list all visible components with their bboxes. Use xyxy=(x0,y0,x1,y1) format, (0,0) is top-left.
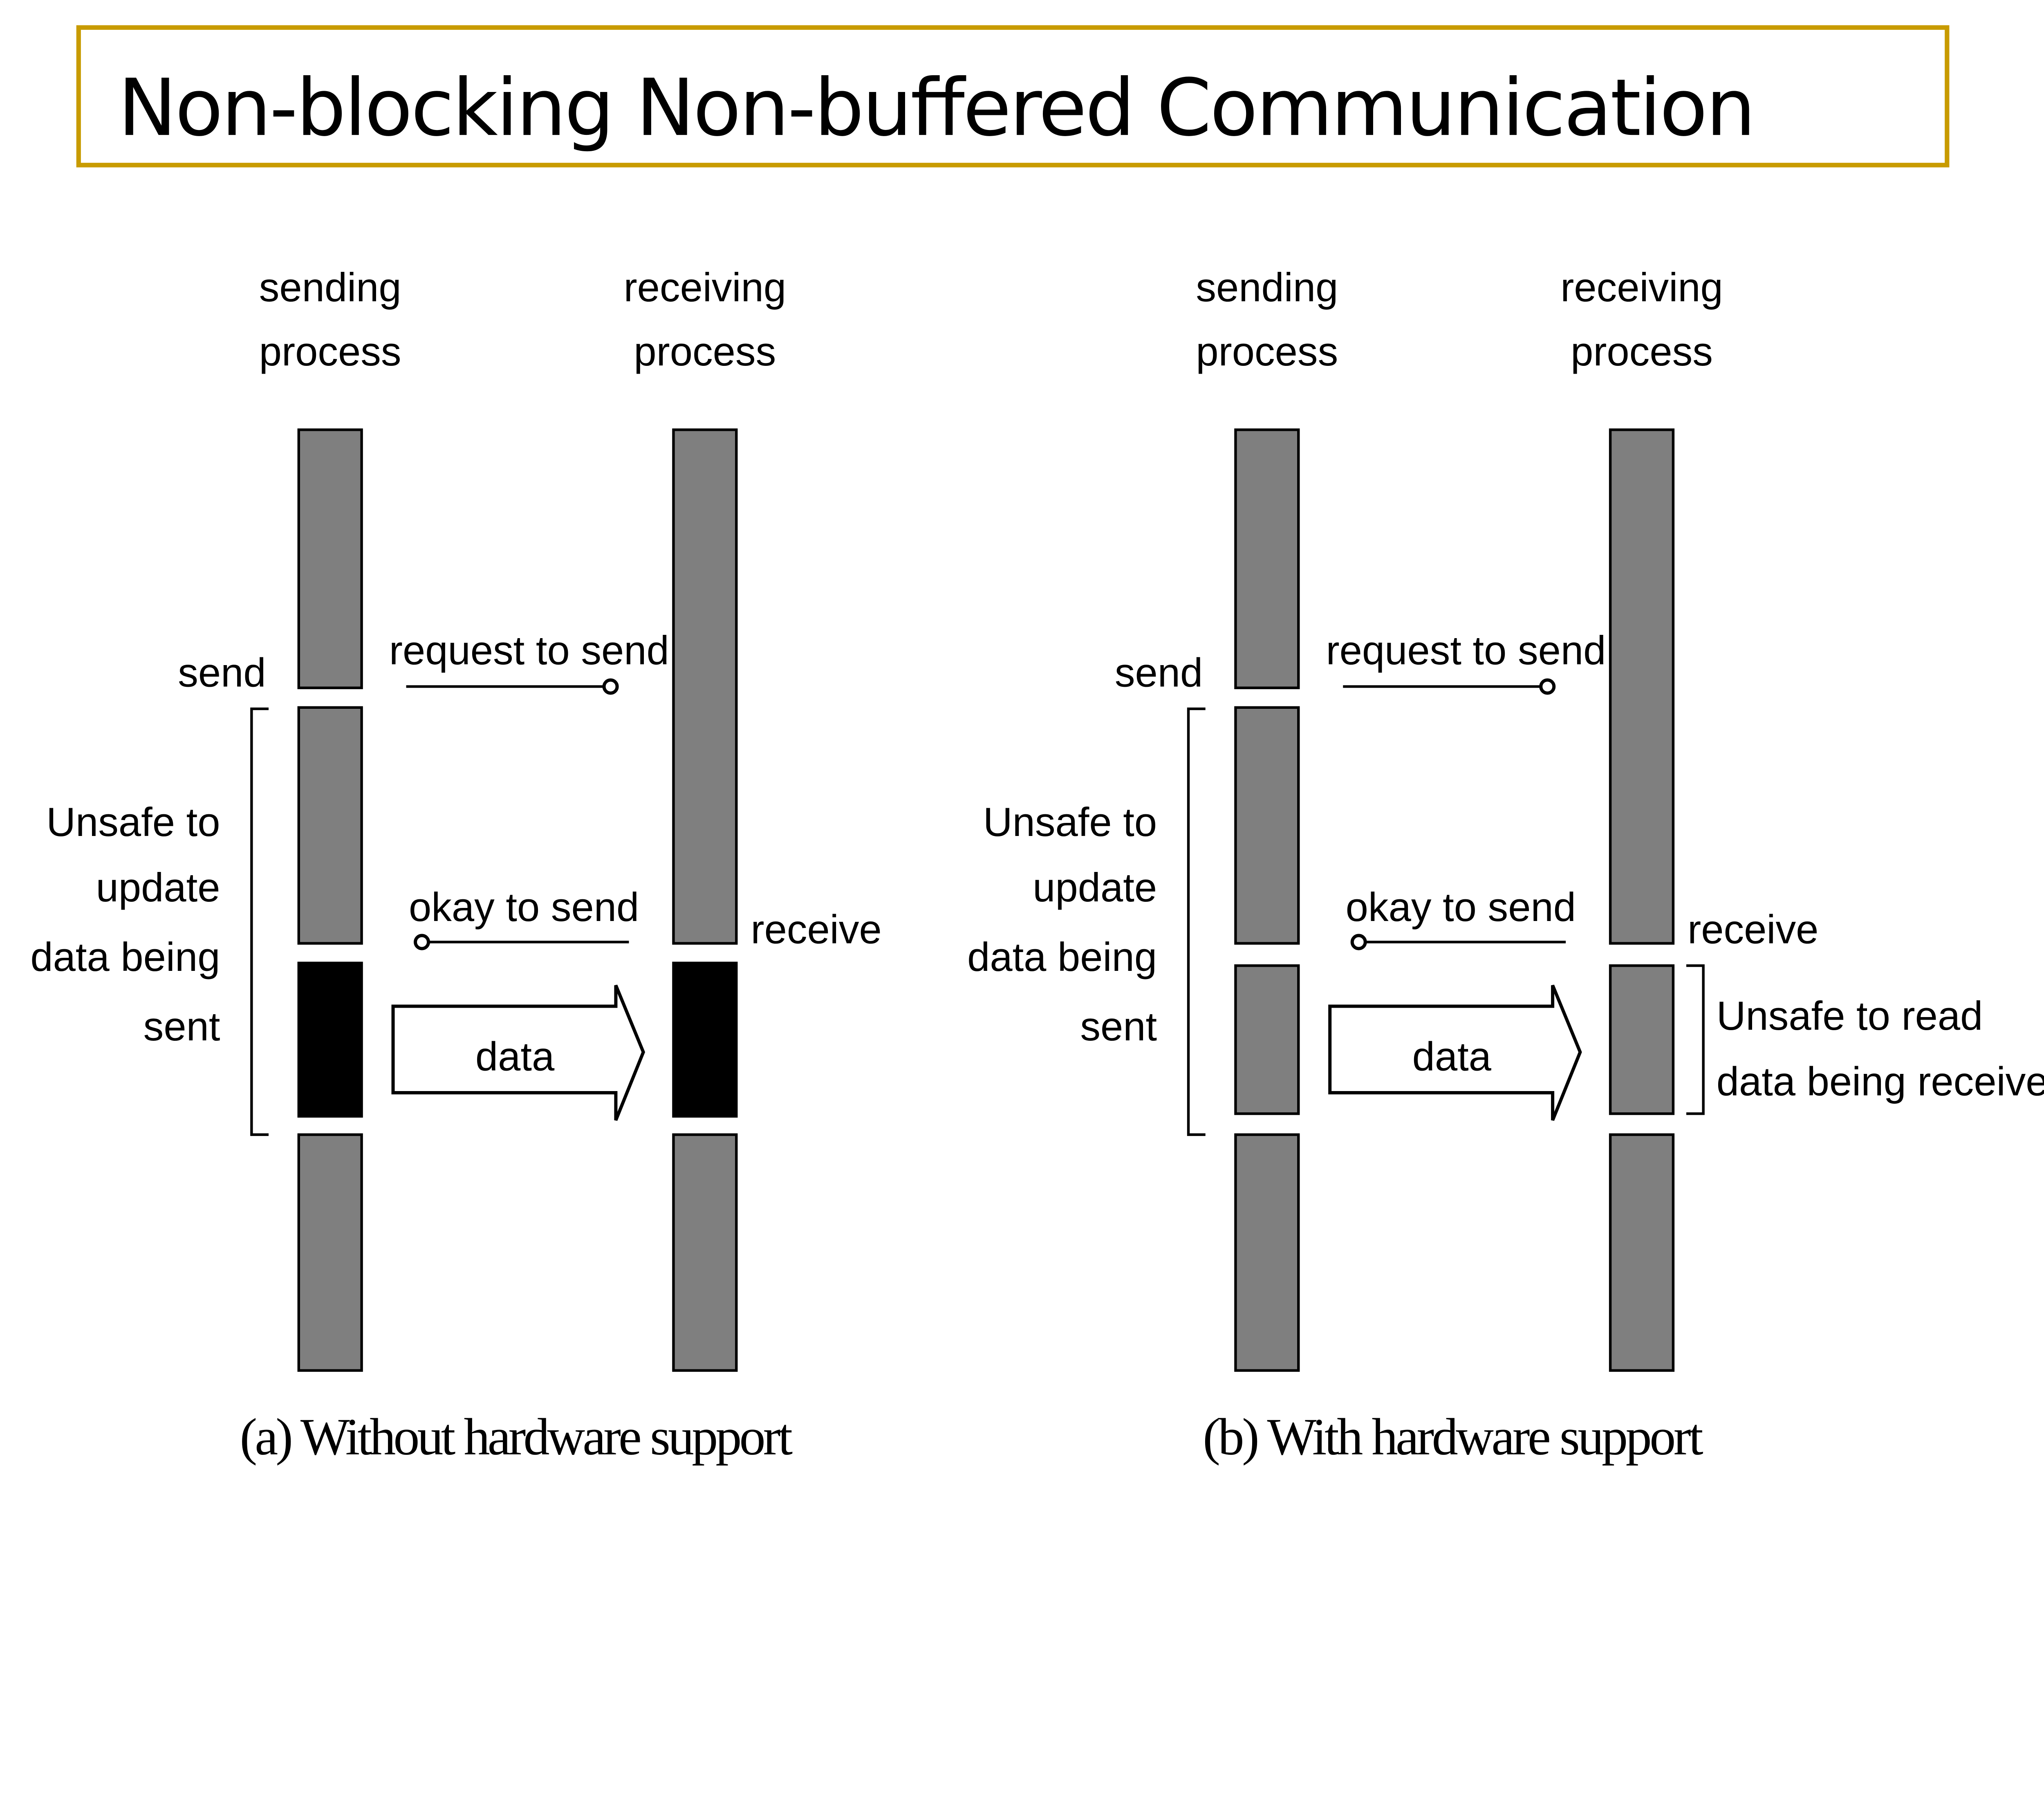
request-to-send-label: request to send xyxy=(1326,628,1606,673)
receiving-process-label: process xyxy=(634,329,776,374)
data-arrow xyxy=(1328,984,1582,1121)
receiver-unsafe-segment xyxy=(1609,964,1675,1115)
unsafe-update-label: Unsafe to xyxy=(983,800,1157,845)
okay-to-send-label: okay to send xyxy=(1346,885,1576,930)
sender-unsafe-segment xyxy=(1234,964,1300,1115)
sender-unsafe-segment xyxy=(297,961,363,1118)
receiver-timeline-segment xyxy=(1609,428,1675,945)
sender-timeline-segment xyxy=(297,706,363,945)
okay-arrow-head xyxy=(1350,934,1367,950)
receiving-process-label: receiving xyxy=(1560,265,1723,310)
send-label: send xyxy=(1115,650,1203,695)
title-box xyxy=(76,25,1950,168)
unsafe-update-label: data being xyxy=(30,934,220,980)
receive-label: receive xyxy=(751,907,882,952)
unsafe-read-bracket xyxy=(1686,964,1705,1115)
unsafe-read-label: Unsafe to read xyxy=(1717,993,1983,1039)
receiver-timeline-segment xyxy=(672,1133,738,1372)
unsafe-update-label: update xyxy=(1033,865,1157,910)
data-label: data xyxy=(1412,1034,1492,1080)
receiving-process-label: receiving xyxy=(624,265,787,310)
unsafe-update-label: sent xyxy=(143,1004,220,1049)
data-arrow xyxy=(391,984,645,1121)
sender-timeline-segment xyxy=(1234,428,1300,689)
receiver-unsafe-segment xyxy=(672,961,738,1118)
caption-a: (a) Without hardware support xyxy=(240,1408,793,1466)
okay-to-send-label: okay to send xyxy=(409,885,639,930)
okay-arrow-head xyxy=(414,934,430,950)
sender-timeline-segment xyxy=(1234,1133,1300,1372)
unsafe-update-label: Unsafe to xyxy=(46,800,220,845)
request-arrow-head xyxy=(602,678,619,695)
unsafe-update-bracket xyxy=(1187,707,1206,1136)
sending-process-label: sending xyxy=(259,265,401,310)
sender-timeline-segment xyxy=(297,428,363,689)
data-label: data xyxy=(475,1034,555,1080)
sending-process-label: sending xyxy=(1196,265,1338,310)
sending-process-label: process xyxy=(259,329,401,374)
sender-timeline-segment xyxy=(297,1133,363,1372)
unsafe-update-label: update xyxy=(96,865,220,910)
unsafe-update-label: sent xyxy=(1080,1004,1157,1049)
unsafe-update-label: data being xyxy=(967,934,1157,980)
receiver-timeline-segment xyxy=(672,428,738,945)
slide-title: Non-blocking Non-buffered Communication xyxy=(118,63,1755,154)
sending-process-label: process xyxy=(1196,329,1338,374)
diagram-without-hardware-support: sending process receiving process send r… xyxy=(30,265,881,1466)
sender-timeline-segment xyxy=(1234,706,1300,945)
send-label: send xyxy=(178,650,266,695)
unsafe-read-label: data being received xyxy=(1717,1059,2044,1104)
slide: Non-blocking Non-buffered Communication … xyxy=(30,25,2044,1466)
diagram-with-hardware-support: sending process receiving process send r… xyxy=(967,265,2044,1466)
receiving-process-label: process xyxy=(1571,329,1713,374)
unsafe-update-bracket xyxy=(250,707,269,1136)
request-arrow-head xyxy=(1539,678,1556,695)
request-to-send-label: request to send xyxy=(389,628,669,673)
caption-b: (b) With hardware support xyxy=(1203,1408,1703,1466)
receiver-timeline-segment xyxy=(1609,1133,1675,1372)
receive-label: receive xyxy=(1688,907,1818,952)
